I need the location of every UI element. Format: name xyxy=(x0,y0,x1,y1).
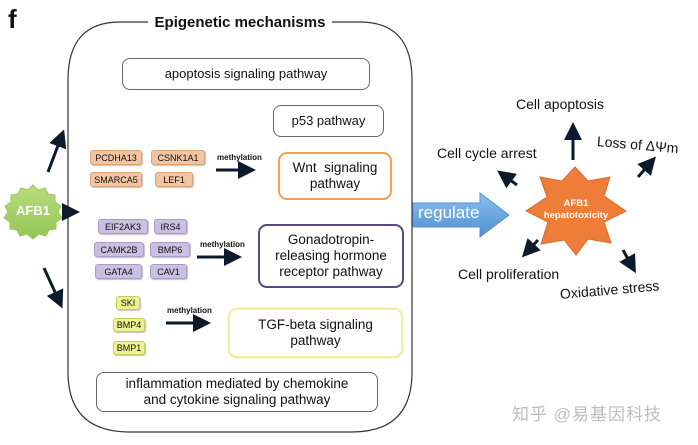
gene-chip: SKI xyxy=(116,296,140,310)
outcome-arrow-cycle xyxy=(497,170,518,189)
tgf-beta-pathway-label: TGF-beta signaling pathway xyxy=(258,316,373,348)
gene-chip: CAV1 xyxy=(150,264,187,279)
afb1-arrow-up xyxy=(46,129,67,173)
wnt-pathway-label: Wnt signaling pathway xyxy=(292,159,382,191)
tgf-beta-pathway-box: TGF-beta signaling pathway xyxy=(228,308,403,358)
wnt-pathway-box: Wnt signaling pathway xyxy=(278,152,392,200)
hepatotoxicity-line1: AFB1 xyxy=(563,198,589,209)
outcome-cell-cycle-arrest: Cell cycle arrest xyxy=(437,145,537,161)
afb1-label: AFB1 xyxy=(16,203,50,218)
gene-chip: BMP4 xyxy=(113,318,145,332)
regulate-label: regulate xyxy=(418,203,480,222)
panel-label: f xyxy=(8,4,17,34)
afb1-badge-shape xyxy=(3,184,63,240)
gene-chip: CSNK1A1 xyxy=(151,150,205,165)
gene-chip: BMP6 xyxy=(150,242,190,257)
gene-chip: BMP1 xyxy=(113,341,145,355)
gene-chip: EIF2AK3 xyxy=(98,219,148,234)
gene-chip: CAMK2B xyxy=(94,242,144,257)
gene-chip: PCDHA13 xyxy=(90,150,142,165)
regulate-arrow-shape xyxy=(412,191,510,239)
epigenetic-title: Epigenetic mechanisms xyxy=(150,14,330,31)
outcome-arrow-membrane xyxy=(636,156,656,178)
methylation-label: methylation xyxy=(200,240,245,249)
gene-chip: LEF1 xyxy=(155,172,193,187)
methylation-label: methylation xyxy=(167,306,212,315)
outcome-cell-proliferation: Cell proliferation xyxy=(458,266,560,282)
hepatotoxicity-line2: hepatotoxicity xyxy=(543,209,609,221)
hepatotoxicity-label: AFB1 hepatotoxicity xyxy=(536,198,616,222)
gene-chip: GATA4 xyxy=(95,264,142,279)
apoptosis-pathway-label: apoptosis signaling pathway xyxy=(164,66,328,82)
gene-chip: SMARCA5 xyxy=(90,172,142,187)
outcome-arrow-oxidative xyxy=(619,249,636,274)
p53-pathway-label: p53 pathway xyxy=(291,113,366,129)
methylation-label: methylation xyxy=(217,153,262,162)
inflammation-pathway-box: inflammation mediated by chemokine and c… xyxy=(96,372,378,412)
hepatotoxicity-star-shape xyxy=(525,166,627,256)
p53-pathway-box: p53 pathway xyxy=(273,105,384,137)
epigenetic-frame xyxy=(67,21,413,433)
apoptosis-pathway-box: apoptosis signaling pathway xyxy=(122,58,370,90)
inflammation-pathway-label: inflammation mediated by chemokine and c… xyxy=(125,375,349,407)
gnrh-pathway-label: Gonadotropin-releasing hormone receptor … xyxy=(275,231,387,280)
outcome-cell-apoptosis: Cell apoptosis xyxy=(516,96,604,112)
watermark: 知乎 @易基因科技 xyxy=(512,405,662,424)
gnrh-pathway-box: Gonadotropin-releasing hormone receptor … xyxy=(258,224,404,288)
afb1-arrow-down xyxy=(42,267,64,309)
outcome-arrow-proliferation xyxy=(521,238,541,258)
gene-chip: IRS4 xyxy=(154,219,187,234)
